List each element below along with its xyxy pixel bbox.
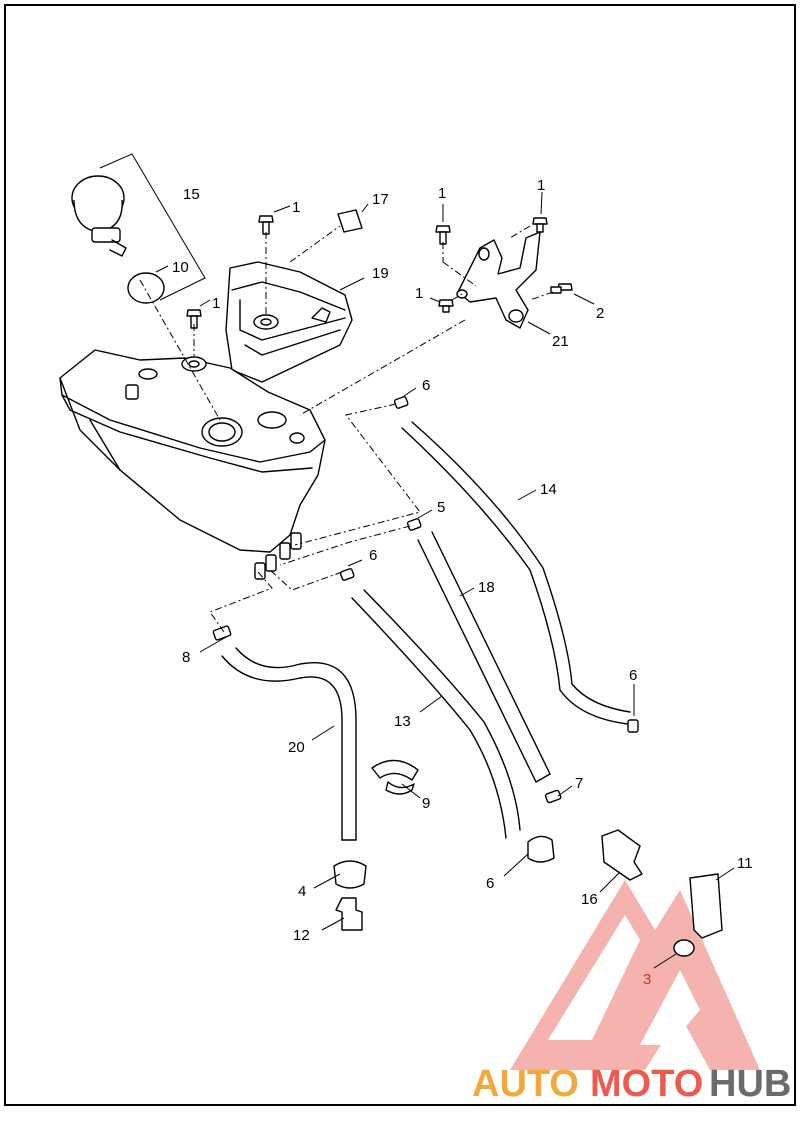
callout-20: 20	[288, 739, 305, 756]
callout-2: 2	[596, 305, 604, 322]
callout-18: 18	[478, 579, 495, 596]
cap-seal	[127, 272, 165, 304]
fittings	[212, 396, 723, 957]
callout-3: 3	[643, 971, 651, 988]
callout-19: 19	[372, 265, 389, 282]
callout-1: 1	[292, 199, 300, 216]
callout-1: 1	[415, 285, 423, 302]
watermark-auto: AUTO	[472, 1063, 579, 1105]
diagram-frame	[4, 4, 796, 1106]
mounting-bracket	[456, 231, 541, 329]
watermark-wordmark: AUTO MOTO HUB	[472, 1063, 791, 1105]
callout-14: 14	[540, 481, 557, 498]
callout-17: 17	[372, 191, 389, 208]
cap-bracket-leader	[99, 153, 206, 301]
callout-1: 1	[212, 295, 220, 312]
callout-16: 16	[581, 891, 598, 908]
callout-15: 15	[183, 186, 200, 203]
callout-10: 10	[172, 259, 189, 276]
reservoir-cap	[71, 175, 127, 257]
callout-1: 1	[438, 185, 446, 202]
callout-6: 6	[422, 377, 430, 394]
callout-5: 5	[437, 499, 445, 516]
hose-18	[417, 539, 537, 783]
watermark-logo	[510, 880, 760, 1070]
callout-7: 7	[575, 775, 583, 792]
callout-13: 13	[394, 713, 411, 730]
callout-9: 9	[422, 795, 430, 812]
watermark-moto: MOTO	[590, 1063, 703, 1105]
connection-lines	[139, 225, 554, 633]
hose-20	[221, 655, 343, 841]
callout-labels: 1 1 1 1 1 2 3 4 5 6 6 6 6 7 8 9 10 11 12…	[172, 177, 753, 988]
reservoir-tank	[59, 261, 353, 580]
callout-8: 8	[182, 649, 190, 666]
hose-13	[351, 597, 507, 839]
pad	[337, 209, 363, 233]
callout-leaders	[155, 191, 735, 969]
callout-6: 6	[369, 547, 377, 564]
callout-12: 12	[293, 927, 310, 944]
bolts	[186, 215, 573, 329]
callout-1: 1	[537, 177, 545, 194]
callout-11: 11	[737, 855, 753, 872]
callout-4: 4	[298, 883, 306, 900]
callout-6: 6	[486, 875, 494, 892]
hose-14	[401, 427, 629, 725]
callout-21: 21	[552, 333, 569, 350]
watermark-hub: HUB	[709, 1063, 791, 1105]
callout-6: 6	[629, 667, 637, 684]
